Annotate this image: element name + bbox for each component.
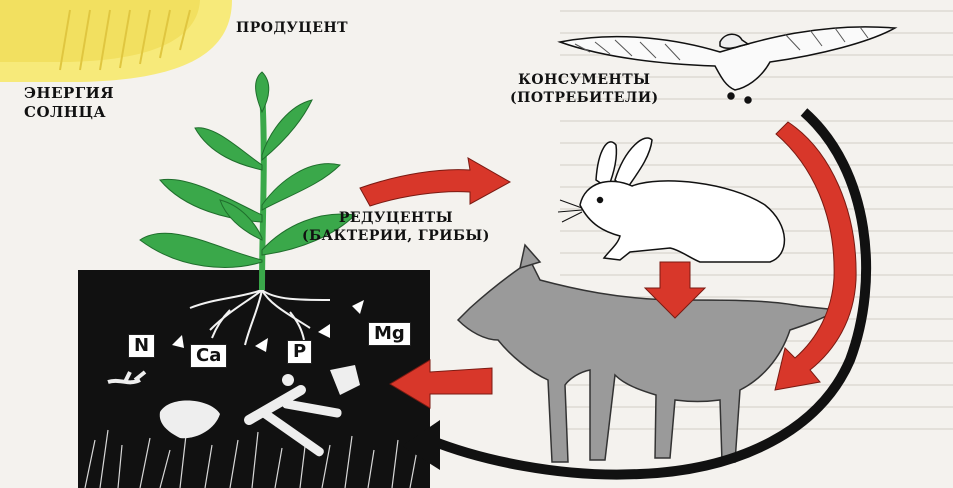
producer-label: ПРОДУЦЕНТ [236, 20, 348, 38]
consumers-label-line1: КОНСУМЕНТЫ [510, 72, 659, 90]
consumers-label-line2: (ПОТРЕБИТЕЛИ) [510, 90, 659, 108]
decomposers-label-line1: РЕДУЦЕНТЫ [302, 210, 490, 228]
wolf-consumer [458, 245, 838, 462]
plant-producer [140, 72, 355, 290]
sun [0, 0, 232, 82]
element-p: P [287, 340, 312, 364]
decomposers-label-line2: (БАКТЕРИИ, ГРИБЫ) [302, 228, 490, 246]
element-ca: Ca [190, 344, 227, 368]
decomposers-label: РЕДУЦЕНТЫ (БАКТЕРИИ, ГРИБЫ) [302, 210, 490, 245]
sun-energy-label: ЭНЕРГИЯ СОЛНЦА [24, 84, 114, 122]
sun-label-line2: СОЛНЦА [24, 103, 114, 122]
consumers-label: КОНСУМЕНТЫ (ПОТРЕБИТЕЛИ) [510, 72, 659, 107]
element-n: N [128, 334, 155, 358]
soil [78, 270, 430, 488]
sun-label-line1: ЭНЕРГИЯ [24, 84, 114, 103]
rabbit-consumer [558, 138, 784, 262]
element-mg: Mg [368, 322, 411, 346]
